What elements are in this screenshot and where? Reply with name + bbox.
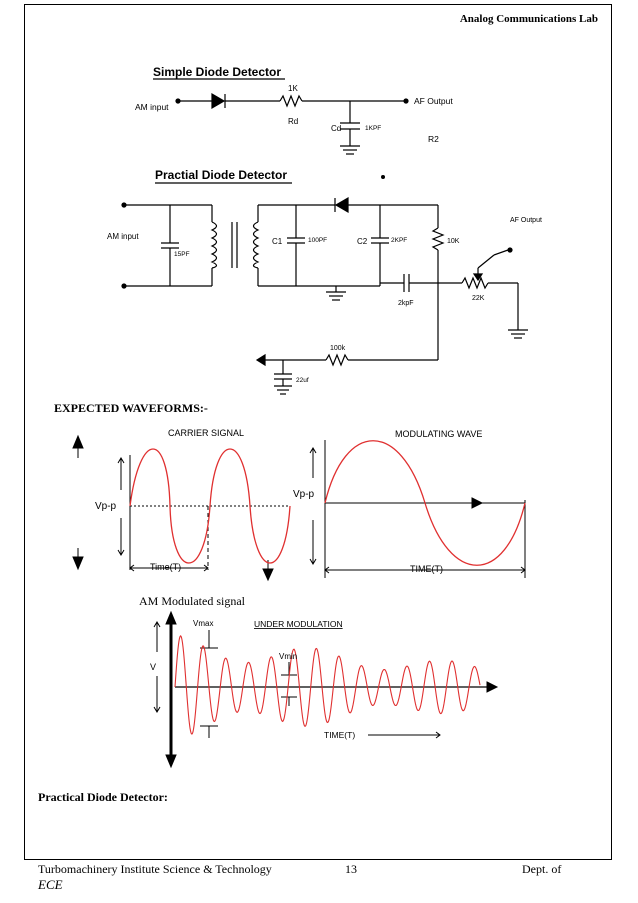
coupling-c-label: 2kpF — [398, 300, 414, 307]
resistor-10k-icon — [431, 227, 445, 251]
carrier-down-arrow-icon — [72, 556, 84, 571]
practical-af-output-label: AF Output — [510, 217, 542, 224]
carrier-vpp-label: Vp-p — [95, 501, 117, 512]
c-22uf-label: 22uf — [296, 377, 309, 384]
c-in-label: 15PF — [174, 251, 190, 258]
simple-resistor-icon — [279, 94, 303, 108]
footer-dept-line2: ECE — [38, 877, 63, 892]
am-wave — [174, 635, 481, 735]
r-10k-label: 10K — [447, 238, 460, 245]
transformer-secondary-icon — [252, 221, 260, 269]
pot-label: 22K — [472, 295, 485, 302]
simple-c-value-label: 1KPF — [365, 125, 381, 132]
c1-value-label: 100PF — [308, 237, 327, 244]
page-border — [24, 4, 612, 860]
am-plot — [153, 610, 499, 769]
resistor-100k-icon — [325, 353, 349, 367]
footer-institute: Turbomachinery Institute Science & Techn… — [38, 862, 272, 876]
am-under-label: UNDER MODULATION — [254, 619, 343, 629]
simple-af-output-label: AF Output — [414, 96, 453, 106]
practical-am-input-label: AM input — [107, 232, 139, 241]
diode-top-terminal — [381, 175, 385, 179]
modulating-vpp-label: Vp-p — [293, 489, 315, 500]
am-vmin-label: Vmin — [279, 652, 297, 661]
modulating-wave — [324, 440, 526, 566]
potentiometer-icon — [461, 276, 489, 290]
modulating-time-label: TIME(T) — [410, 564, 443, 574]
simple-r2-label: R2 — [428, 134, 439, 144]
carrier-title: CARRIER SIGNAL — [168, 428, 244, 438]
modulating-plot — [309, 440, 526, 578]
carrier-up-arrow-icon — [72, 434, 84, 449]
c1-name-label: C1 — [272, 237, 283, 246]
footer-page-number: 13 — [345, 862, 357, 876]
simple-r-value-label: 1K — [288, 84, 298, 93]
am-time-arrow-icon — [486, 681, 499, 693]
am-time-label: TIME(T) — [324, 730, 355, 740]
simple-title: Simple Diode Detector — [153, 65, 281, 79]
simple-am-input-label: AM input — [135, 102, 169, 112]
simple-diode-icon — [211, 92, 226, 110]
r-100k-label: 100k — [330, 345, 346, 352]
simple-out-terminal — [403, 98, 409, 104]
transformer-primary-icon — [210, 221, 218, 269]
c2-name-label: C2 — [357, 237, 368, 246]
left-arrow-icon — [255, 353, 266, 367]
carrier-wave — [129, 448, 291, 564]
footer-dept: Dept. of — [522, 862, 562, 876]
am-vmax-label: Vmax — [193, 619, 213, 628]
am-v-label: V — [150, 662, 156, 672]
c2-value-label: 2KPF — [391, 237, 407, 244]
am-down-arrow-icon — [165, 754, 177, 769]
modulating-title: MODULATING WAVE — [395, 429, 482, 439]
carrier-time-label: Time(T) — [150, 562, 181, 572]
bottom-heading: Practical Diode Detector: — [38, 790, 168, 804]
simple-c-name-label: Cd — [331, 124, 341, 133]
header-lab-title: Analog Communications Lab — [459, 13, 598, 25]
am-caption: AM Modulated signal — [139, 594, 246, 608]
modulating-time-arrow-icon — [471, 497, 484, 509]
am-up-arrow-icon — [165, 610, 177, 625]
carrier-right-down-arrow-icon — [262, 568, 274, 582]
simple-r-name-label: Rd — [288, 117, 298, 126]
practical-title: Practial Diode Detector — [155, 168, 287, 182]
section-heading: EXPECTED WAVEFORMS:- — [54, 401, 208, 415]
